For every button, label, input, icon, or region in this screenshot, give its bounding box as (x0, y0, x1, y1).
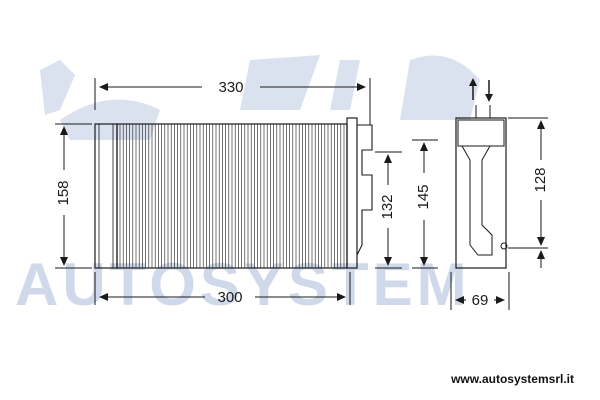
core-fins (119, 124, 345, 268)
dim-132-label: 132 (379, 194, 396, 219)
right-tank (346, 117, 358, 269)
dim-128-label: 128 (532, 167, 549, 192)
dim-300-label: 300 (217, 289, 242, 306)
dim-69-label: 69 (472, 292, 489, 309)
radiator-front-view (94, 117, 373, 269)
website-url: www.autosystemsrl.it (451, 372, 574, 386)
dim-145-label: 145 (415, 184, 432, 209)
side-top-block (457, 119, 505, 147)
flow-out-arrow-icon (485, 80, 493, 102)
watermark: AUTOSYSTEM (15, 55, 480, 318)
side-pipe (461, 145, 493, 256)
side-fitting (500, 242, 508, 250)
radiator-side-view (455, 105, 508, 269)
side-body (455, 117, 507, 269)
dim-158-label: 158 (55, 180, 72, 205)
watermark-text: AUTOSYSTEM (15, 251, 471, 318)
flow-in-arrow-icon (469, 78, 477, 100)
pipe-connection (356, 124, 373, 256)
dimension-lines (55, 78, 548, 310)
dim-330-label: 330 (218, 79, 243, 96)
left-tank (94, 123, 118, 269)
